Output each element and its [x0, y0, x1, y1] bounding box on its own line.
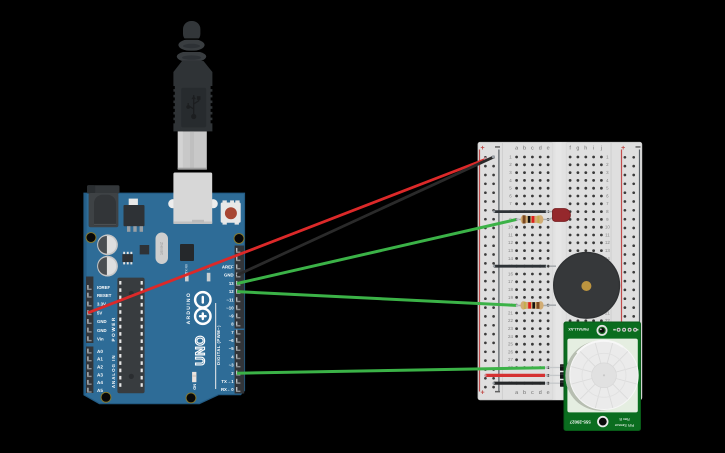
svg-text:11: 11 [508, 232, 513, 237]
svg-text:1: 1 [509, 154, 512, 159]
svg-text:c: c [531, 390, 534, 396]
svg-text:ANALOG IN: ANALOG IN [111, 354, 116, 388]
svg-text:L: L [207, 267, 211, 269]
svg-text:8: 8 [606, 209, 609, 214]
svg-text:~6: ~6 [229, 338, 235, 343]
svg-text:13: 13 [229, 281, 234, 286]
svg-text:24: 24 [508, 334, 513, 339]
svg-text:19: 19 [508, 295, 513, 300]
svg-text:GND: GND [97, 328, 107, 333]
svg-text:22: 22 [508, 318, 513, 323]
svg-text:~10: ~10 [226, 305, 234, 310]
svg-text:1: 1 [606, 154, 609, 159]
svg-text:A3: A3 [97, 372, 103, 377]
svg-text:POWER: POWER [111, 316, 116, 341]
svg-text:c: c [531, 146, 534, 152]
svg-text:DIGITAL (PWM~): DIGITAL (PWM~) [216, 325, 221, 365]
svg-text:5V: 5V [97, 310, 102, 315]
svg-text:GND: GND [224, 273, 234, 278]
svg-text:22: 22 [605, 318, 610, 323]
svg-text:e: e [547, 146, 550, 152]
svg-text:TX RX: TX RX [185, 263, 189, 273]
svg-text:PARALLAX: PARALLAX [568, 327, 589, 331]
svg-text:A0: A0 [97, 349, 103, 354]
svg-text:2: 2 [606, 162, 609, 167]
svg-text:7: 7 [509, 201, 512, 206]
svg-text:~9: ~9 [229, 314, 235, 319]
svg-text:GND: GND [97, 319, 107, 324]
svg-text:25: 25 [508, 342, 513, 347]
svg-text:+: + [481, 145, 485, 152]
svg-text:5: 5 [509, 186, 512, 191]
svg-text:3: 3 [606, 170, 609, 175]
svg-text:A1: A1 [97, 357, 103, 362]
svg-text:4: 4 [606, 178, 609, 183]
svg-text:14: 14 [508, 256, 513, 261]
svg-text:5: 5 [606, 186, 609, 191]
svg-text:d: d [539, 390, 542, 396]
svg-text:18: 18 [508, 287, 513, 292]
svg-text:6: 6 [509, 193, 512, 198]
svg-text:d: d [539, 146, 542, 152]
svg-text:26: 26 [508, 349, 513, 354]
svg-text:f: f [569, 146, 571, 152]
svg-text:RESET: RESET [97, 293, 112, 298]
svg-text:7: 7 [606, 201, 609, 206]
svg-text:ARDUINO: ARDUINO [186, 292, 192, 324]
svg-text:A4: A4 [97, 380, 103, 385]
svg-text:10: 10 [605, 225, 610, 230]
svg-text:12: 12 [605, 240, 610, 245]
svg-text:21: 21 [605, 310, 610, 315]
svg-text:6: 6 [606, 193, 609, 198]
svg-text:IOREF: IOREF [97, 285, 111, 290]
svg-text:+: + [621, 145, 625, 152]
svg-text:16: 16 [508, 271, 513, 276]
svg-text:e: e [547, 390, 550, 396]
svg-text:4: 4 [231, 354, 234, 359]
svg-text:12: 12 [508, 240, 513, 245]
svg-text:8: 8 [231, 322, 234, 327]
svg-text:2: 2 [231, 371, 234, 376]
svg-text:a: a [515, 390, 518, 396]
svg-text:17: 17 [508, 279, 513, 284]
svg-text:13: 13 [508, 248, 513, 253]
svg-text:UNO: UNO [193, 335, 208, 366]
svg-text:7: 7 [231, 330, 234, 335]
svg-text:9: 9 [606, 217, 609, 222]
svg-text:g: g [576, 146, 579, 152]
svg-text:b: b [523, 146, 526, 152]
svg-text:555-28027: 555-28027 [569, 420, 591, 425]
svg-text:AREF: AREF [222, 265, 234, 270]
svg-text:Vin: Vin [97, 337, 104, 342]
svg-text:3: 3 [509, 170, 512, 175]
svg-text:+: + [481, 390, 485, 397]
svg-text:ON: ON [192, 384, 197, 390]
svg-text:i: i [593, 146, 594, 152]
svg-text:14: 14 [605, 256, 610, 261]
svg-text:~11: ~11 [227, 297, 235, 302]
svg-text:RX←0: RX←0 [221, 387, 234, 392]
svg-text:~3: ~3 [229, 363, 235, 368]
svg-text:b: b [523, 390, 526, 396]
svg-text:Rev B: Rev B [619, 417, 630, 421]
svg-text:A2: A2 [97, 365, 103, 370]
svg-text:2: 2 [509, 162, 512, 167]
svg-text:h: h [584, 146, 587, 152]
svg-text:27: 27 [508, 357, 513, 362]
svg-text:10: 10 [508, 225, 513, 230]
svg-text:13: 13 [605, 248, 610, 253]
svg-text:23: 23 [508, 326, 513, 331]
svg-text:4: 4 [509, 178, 512, 183]
svg-text:A5: A5 [97, 388, 103, 393]
svg-text:3.3V: 3.3V [97, 302, 106, 307]
svg-text:12: 12 [229, 289, 234, 294]
svg-text:21: 21 [508, 310, 513, 315]
svg-text:a: a [515, 146, 518, 152]
svg-text:11: 11 [605, 232, 610, 237]
svg-text:~5: ~5 [229, 346, 235, 351]
svg-text:j: j [600, 146, 602, 152]
svg-text:PIR Sensor: PIR Sensor [614, 423, 634, 427]
svg-text:TX→1: TX→1 [221, 379, 234, 384]
svg-text:16MHZ: 16MHZ [159, 241, 164, 255]
